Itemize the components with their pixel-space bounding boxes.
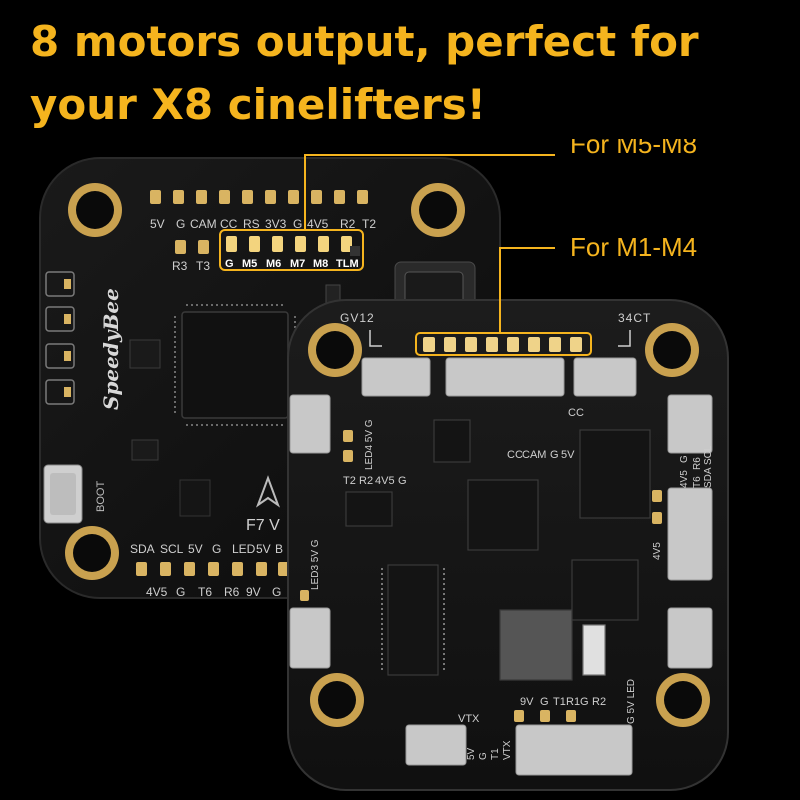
- motor-pad-label: M6: [266, 258, 281, 270]
- esc-bottom-pad-label: G: [580, 696, 589, 708]
- esc-right-pad-label: R6: [692, 457, 703, 470]
- esc-bottom-pad-label: T1: [553, 696, 566, 708]
- esc-mount-holes: [308, 323, 710, 727]
- esc-vtx-pad-label: T1: [490, 748, 501, 760]
- esc-connectors: [289, 357, 713, 776]
- fc-top-pad-label: 3V3: [265, 217, 287, 231]
- esc-center-pad-label: CC: [507, 449, 523, 461]
- esc-vtx-pad-label: G: [478, 752, 489, 760]
- motor-pad-label: M8: [313, 258, 328, 270]
- fc-side-connectors: [45, 271, 75, 405]
- fc-bottom-pad-label: 4V5: [146, 585, 168, 599]
- headline: 8 motors output, perfect for your X8 cin…: [30, 10, 790, 136]
- motor-pad-label: M5: [242, 258, 257, 270]
- fc-bottom-pad-label: 9V: [246, 585, 261, 599]
- esc-gv12-label: GV12: [340, 311, 375, 325]
- fc-top-pad-label: 5V: [150, 217, 165, 231]
- esc-bottom-pad-label: R1: [566, 696, 580, 708]
- fc-top-pad-label: CC: [220, 217, 238, 231]
- esc-right-pad-label: G: [679, 455, 690, 463]
- esc-right-pad-label: T6: [692, 476, 703, 488]
- esc-left-pad-label: R2: [359, 475, 373, 487]
- esc-34ct-label: 34CT: [618, 311, 651, 325]
- flight-controller-board: 5V G CAM CC RS 3V3 G 4V5 R2 T2 R3 T3: [39, 157, 501, 599]
- esc-bottom-pad-label: G: [540, 696, 549, 708]
- esc-bottom-pad-label: 9V: [520, 696, 534, 708]
- fc-left-pad-label: R3: [172, 259, 188, 273]
- esc-right-pad-label: SCL: [703, 445, 714, 465]
- fc-top-pad-label: G: [293, 217, 302, 231]
- fc-left-pad-label: T3: [196, 259, 210, 273]
- callout-leaders: [304, 154, 555, 333]
- boot-button: [43, 464, 83, 524]
- esc-left-pad-label: G: [398, 475, 407, 487]
- callout-m5-m8: For M5-M8: [570, 139, 698, 159]
- fc-bottom-pad-label: T6: [198, 585, 212, 599]
- esc-vtx-pad-label: 5V: [466, 747, 477, 760]
- fc-bottom-pad-label: R6: [224, 585, 240, 599]
- fc-top-pad-label: RS: [243, 217, 260, 231]
- fc-top-pad-label: T2: [362, 217, 376, 231]
- fc-top-pad-label: CAM: [190, 217, 217, 231]
- esc-left-pad-label: T2: [343, 475, 356, 487]
- fc-mcu-chip: [174, 304, 296, 426]
- m5-m8-pad-group: G M5 M6 M7 M8 TLM: [219, 229, 364, 271]
- fc-bottom-pad-label: LED: [232, 542, 256, 556]
- fc-top-pad-label: G: [176, 217, 185, 231]
- fc-bottom-pad-label: 5V: [188, 542, 203, 556]
- fc-bottom-pad-label: G: [212, 542, 221, 556]
- headline-line-2: your X8 cinelifters!: [30, 80, 486, 129]
- fc-bottom-pad-label: G: [176, 585, 185, 599]
- esc-side-label: LED4 5V G: [364, 419, 375, 470]
- esc-side-label: LED3 5V G: [310, 539, 321, 590]
- esc-center-pad-label: 5V: [561, 449, 575, 461]
- esc-board: GV12 34CT: [287, 299, 729, 791]
- callout-m1-m4: For M1-M4: [570, 232, 698, 262]
- fc-top-pad-label: 4V5: [307, 217, 329, 231]
- boot-label: BOOT: [95, 481, 107, 512]
- fc-bottom-pad-label: G: [272, 585, 281, 599]
- motor-pad-label: G: [225, 258, 234, 270]
- esc-center-pad-label: G: [550, 449, 559, 461]
- esc-center-pad-label: CAM: [522, 449, 546, 461]
- esc-vtx-label: VTX: [458, 713, 480, 725]
- esc-right-lower-label: 4V5: [652, 542, 663, 560]
- esc-side-label: G 5V LED: [626, 679, 637, 724]
- esc-left-pad-label: 4V5: [375, 475, 395, 487]
- m1-m4-pad-group: [415, 332, 592, 356]
- speedybee-logo: SpeedyBee: [99, 288, 123, 410]
- esc-bottom-pad-label: R2: [592, 696, 606, 708]
- esc-right-pad-label: 4V5: [679, 470, 690, 488]
- esc-cc-label: CC: [568, 407, 584, 419]
- fc-bottom-pad-label: SDA: [130, 542, 155, 556]
- fc-bottom-pad-label: SCL: [160, 542, 184, 556]
- esc-right-pad-label: SDA: [703, 467, 714, 488]
- esc-vtx-pad-label: VTX: [502, 740, 513, 760]
- fc-bottom-pad-label: 5V: [256, 542, 271, 556]
- fc-top-pad-label: R2: [340, 217, 356, 231]
- fc-mount-holes: [65, 183, 465, 580]
- callout-m5-m8-wrap: For M5-M8: [570, 139, 697, 166]
- arrow-up-icon: [255, 475, 281, 508]
- motor-pad-label: M7: [290, 258, 305, 270]
- fc-model-label: F7 V: [246, 517, 280, 534]
- motor-pad-label: TLM: [336, 258, 359, 270]
- headline-line-1: 8 motors output, perfect for: [30, 17, 699, 66]
- fc-bottom-pad-label: B: [275, 542, 283, 556]
